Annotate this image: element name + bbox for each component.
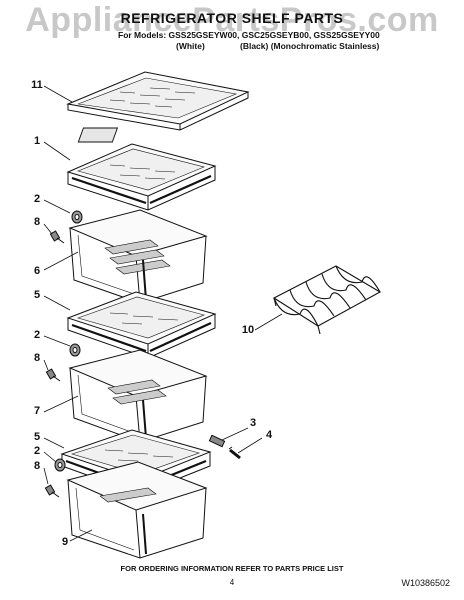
part-4-screw [228, 446, 241, 460]
callout-8-upper: 8 [33, 216, 41, 228]
part-10-wine-rack [272, 265, 382, 335]
callout-4: 4 [265, 429, 273, 441]
part-5-crisper-cover-lower [60, 429, 212, 495]
callout-8-lower: 8 [33, 460, 41, 472]
watermark: AppliancePartsPros.com [25, 1, 439, 39]
page-number: 4 [229, 578, 235, 587]
leader-lines [43, 85, 283, 542]
part-11-top-glass-shelf [66, 71, 250, 131]
callout-6: 6 [33, 265, 41, 277]
callout-2-upper: 2 [33, 193, 41, 205]
callout-9: 9 [61, 536, 69, 548]
callout-2-middle: 2 [33, 329, 41, 341]
callout-10: 10 [241, 324, 255, 336]
part-1-framed-shelf [66, 127, 217, 211]
models-line: For Models: GSS25GSEYW00, GSC25GSEYB00, … [118, 30, 380, 40]
part-6-upper-crisper-drawer [68, 209, 208, 304]
callout-3: 3 [249, 417, 257, 429]
part-9-bottom-drawer [66, 461, 208, 559]
callout-8-middle: 8 [33, 352, 41, 364]
page-title: REFRIGERATOR SHELF PARTS [120, 10, 344, 26]
callout-5-lower: 5 [33, 431, 41, 443]
part-2-roller-lower [54, 458, 66, 472]
document-id: W10386502 [401, 578, 450, 588]
callout-11: 11 [31, 79, 43, 91]
callout-1: 1 [33, 135, 41, 147]
callout-5-upper: 5 [33, 289, 41, 301]
ordering-note: FOR ORDERING INFORMATION REFER TO PARTS … [120, 564, 344, 573]
callout-2-lower: 2 [33, 445, 41, 457]
part-7-lower-crisper-drawer [68, 349, 208, 443]
callout-7: 7 [33, 405, 41, 417]
variant-black-stainless: (Black) (Monochromatic Stainless) [240, 41, 380, 51]
part-3-bracket [208, 434, 226, 448]
part-2-roller-upper [71, 210, 83, 224]
part-8-screw-middle [45, 368, 61, 382]
part-8-screw-lower [44, 484, 60, 498]
part-2-roller-middle [69, 343, 81, 357]
part-5-crisper-cover-upper [66, 291, 217, 359]
part-8-screw-upper [49, 230, 65, 244]
variant-white: (White) [176, 41, 205, 51]
